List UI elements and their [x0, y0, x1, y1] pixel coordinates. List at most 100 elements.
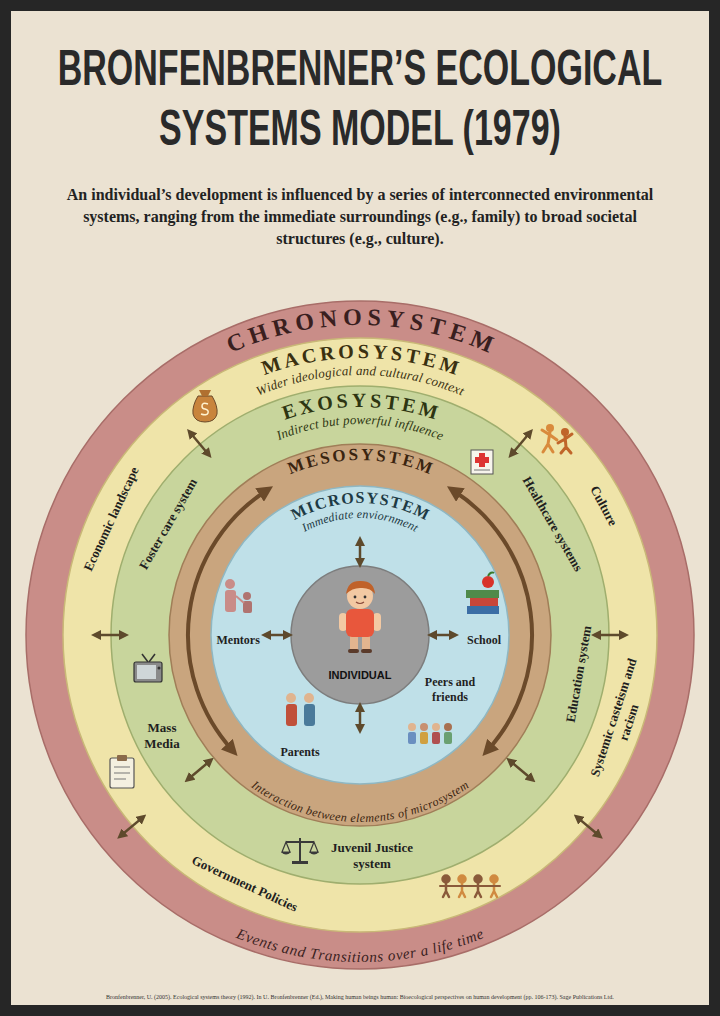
parents-icon-part [286, 704, 297, 726]
healthcare-icon [471, 450, 493, 474]
people-chain-icon-part-part [443, 876, 450, 883]
arc-letter: O [343, 303, 362, 331]
school-icon-part [488, 572, 494, 576]
double-arrow [266, 634, 288, 637]
healthcare-icon-part [471, 450, 493, 474]
mentors-icon-part [243, 592, 251, 600]
ring-fill [111, 386, 609, 884]
scales-icon-part [282, 842, 318, 852]
arc-letter: m [365, 811, 374, 825]
arc-letter: E [400, 392, 418, 418]
mentors-icon [225, 579, 252, 613]
ring-fill [26, 301, 694, 969]
arc-letter: o [361, 948, 369, 966]
peers-icon-part [408, 723, 416, 731]
arc-letter: c [335, 364, 342, 379]
arc-letter: A [281, 346, 301, 373]
clipboard-icon-part [114, 773, 130, 774]
arc-letter: S [375, 446, 387, 467]
mentors-icon-part [236, 596, 244, 603]
system-description: Interaction between elements of microsys… [249, 778, 471, 825]
arc-letter: T [387, 447, 402, 469]
scales-icon-part [286, 841, 314, 843]
system-name: INDIVIDUAL [329, 669, 392, 682]
arc-letter: T [384, 389, 400, 415]
child-figure-part [354, 596, 357, 599]
arc-letter: O [338, 339, 355, 364]
double-arrow [359, 541, 362, 563]
mentors-icon-part [225, 590, 236, 612]
scales-icon-part [281, 852, 319, 855]
arc-letter: S [356, 488, 365, 507]
people-chain-icon [440, 876, 500, 898]
arc-letter: e [350, 811, 356, 825]
arc-letter: a [324, 946, 333, 965]
clipboard-icon-part [117, 755, 127, 761]
double-arrow [359, 707, 362, 729]
arc-letter: T [426, 311, 448, 342]
arc-letter: i [347, 948, 352, 966]
arc-letter: e [360, 811, 365, 825]
reference-note: Bronfenbrenner, U. (2005). Ecological sy… [106, 994, 614, 1000]
peers-icon-part [432, 732, 440, 744]
money-bag-icon-part [193, 396, 217, 422]
clipboard-icon-part [110, 758, 134, 788]
peers-icon-part [408, 732, 416, 744]
arc-letter: p [342, 412, 349, 427]
healthcare-icon-part [475, 457, 489, 463]
arc-letter: a [419, 941, 430, 960]
arc-letter: E [304, 450, 320, 472]
arc-letter [352, 363, 356, 378]
arc-letter: Y [366, 488, 379, 508]
poster-caption: An individual’s development is influence… [48, 184, 672, 250]
scales-icon-part [292, 861, 308, 864]
arc-letter: t [352, 948, 356, 966]
arc-letter: S [336, 388, 349, 413]
arc-letter: Y [385, 304, 405, 334]
arc-letter: n [340, 810, 347, 824]
double-arrow [96, 634, 124, 637]
meso-curved-arrows-part [188, 491, 266, 750]
arc-letter: Y [372, 339, 388, 364]
arc-letter: Y [352, 388, 367, 412]
arc-letter: t [335, 413, 340, 428]
arc-letter: S [367, 303, 382, 332]
child-figure-part [346, 609, 374, 637]
parents-icon-part [286, 693, 296, 703]
arc-letter: n [362, 507, 369, 521]
child-figure-part [346, 581, 375, 594]
people-chain-icon-part-part [491, 876, 498, 883]
mentors-icon-part [225, 579, 235, 589]
ring-fill [169, 444, 551, 826]
school-icon [466, 572, 499, 614]
tv-icon [134, 654, 162, 682]
people-chain-icon-part [440, 876, 500, 898]
people-chain-icon-part-part [475, 876, 482, 883]
arc-letter: e [365, 412, 371, 427]
clipboard-icon-part [114, 767, 130, 768]
child-figure-part [373, 613, 381, 631]
clipboard-icon [110, 755, 134, 788]
arc-letter: N [318, 304, 338, 334]
ring-fill [211, 486, 509, 784]
tv-icon-part [142, 654, 148, 662]
arc-letter: O [331, 446, 346, 467]
arc-letter: s [377, 947, 384, 965]
money-bag-icon-part [199, 390, 211, 396]
system-name: MESOSYSTEM [285, 445, 435, 479]
double-arrow [188, 761, 210, 779]
parents-icon-part [304, 693, 314, 703]
scales-icon [281, 838, 319, 864]
meso-curved-arrows [188, 491, 532, 750]
mentors-icon-part [243, 601, 252, 613]
arc-letter: E [446, 317, 470, 349]
school-icon-part [482, 576, 494, 588]
meso-curved-arrows-part [454, 491, 532, 750]
arc-letter: s [340, 947, 347, 965]
double-arrow [512, 433, 530, 454]
arc-letter: w [357, 412, 366, 427]
arc-letter: X [296, 393, 316, 420]
arc-letter: Y [361, 445, 374, 465]
arc-letter: O [315, 390, 334, 416]
culture-icon [542, 424, 572, 453]
